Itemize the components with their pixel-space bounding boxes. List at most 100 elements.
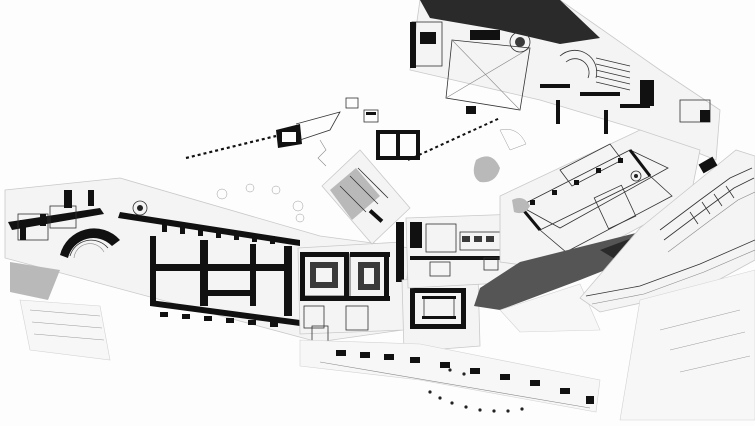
northeast-palace-wing (409, 0, 721, 161)
central-east-wall (396, 222, 404, 282)
service-room-grid (462, 236, 494, 242)
central-wall-n1 (300, 252, 348, 257)
south-strip-sheet (299, 339, 601, 413)
ne-east-pier (640, 80, 654, 106)
east-square-hall (593, 184, 637, 230)
ne-hall-diagonal-1 (451, 39, 521, 111)
east-colonnade-pavilion (466, 106, 476, 114)
ne-curved-stair-inner (565, 58, 590, 79)
small-pavilion-2 (363, 109, 379, 123)
apse-inner-arc (69, 239, 109, 257)
square-court-plan (401, 273, 481, 353)
apse-wall (60, 228, 120, 258)
colonnade-pavilion-void (282, 132, 296, 142)
ruin-walls (339, 167, 389, 213)
square-court-inner-s (422, 316, 456, 319)
north-facade-bays (162, 224, 275, 244)
north-rooms-wall-e (416, 130, 420, 160)
colonnade-dashes (185, 134, 277, 160)
central-wall-n2 (350, 252, 390, 257)
central-core-void-2 (364, 268, 374, 284)
central-wall-e2 (384, 252, 389, 300)
east-terrace-sheet (579, 149, 755, 313)
south-diagonal-strip (299, 339, 601, 413)
north-rooms-wall-w (376, 130, 380, 160)
north-rooms-block (376, 130, 420, 160)
service-room-4 (483, 257, 499, 271)
ne-rotunda (509, 31, 531, 53)
east-terrace (579, 149, 755, 313)
east-roundel-core (634, 174, 638, 178)
hall-cross-wall-2 (200, 240, 208, 306)
hall-cross-wall-3 (250, 244, 256, 306)
square-court-wall-w (410, 288, 415, 329)
hall-spine-wall (156, 264, 286, 271)
square-court-wall-e (461, 288, 466, 329)
ne-stair-treads (595, 57, 631, 91)
river-bank-2 (591, 249, 755, 305)
ruin-wall-piece (368, 209, 384, 223)
service-room-1 (425, 223, 457, 253)
court-garden-1 (473, 156, 500, 183)
court-garden-3 (499, 129, 527, 151)
hall-cross-wall-1 (150, 236, 156, 304)
west-faint-lines (29, 309, 105, 341)
west-room-1 (17, 213, 49, 241)
south-colonnade-dots (428, 368, 524, 413)
south-strip-bays (336, 350, 594, 404)
service-area (405, 213, 523, 289)
colonnade-wing (295, 111, 341, 141)
service-room-3 (429, 261, 451, 277)
terrace-edge-3 (667, 191, 755, 253)
east-gallery-lower (539, 175, 673, 253)
west-pier-3 (64, 190, 72, 208)
west-faint-area (19, 299, 111, 361)
central-wall-e1 (344, 252, 349, 300)
northwest-colonnade (185, 97, 501, 161)
far-right-faint-texture (619, 269, 755, 421)
service-wall-long (410, 256, 500, 260)
shadow-below-sheet (499, 283, 601, 333)
ruin-hatched-ground (330, 168, 380, 220)
central-lower-room-2 (345, 305, 369, 331)
ne-wing-roof-shadow (420, 0, 600, 44)
ne-west-core (420, 32, 436, 44)
west-pier-1 (20, 220, 26, 240)
central-wall-s (300, 296, 390, 301)
square-court-wall-s (410, 324, 466, 329)
east-gallery-upper (519, 149, 669, 229)
west-wing-south-wall (150, 300, 300, 326)
west-pier-4 (88, 190, 94, 206)
west-pier-2 (40, 214, 46, 226)
south-strip-line (319, 361, 591, 409)
small-pavilion-1 (345, 97, 359, 109)
central-core-void-1 (316, 268, 332, 282)
ne-hall-diagonal-2 (445, 47, 531, 99)
hall-cross-wall-4 (284, 246, 292, 316)
south-facade-bays (160, 312, 278, 327)
north-rooms-wall-mid (396, 130, 400, 160)
court-garden-2 (512, 198, 530, 214)
stair-circle (132, 200, 148, 216)
service-wall-1 (410, 222, 422, 248)
central-lower-room (303, 305, 325, 329)
ne-rotunda-core (515, 37, 525, 47)
ruin-fragment (321, 149, 411, 245)
stair-newel (137, 205, 143, 211)
ne-curved-stair (559, 49, 598, 79)
ne-west-wall (410, 22, 416, 68)
east-roundel (630, 170, 642, 182)
west-hatch-area (10, 262, 60, 300)
west-room-2 (49, 205, 77, 229)
terrace-edge-2 (663, 177, 755, 241)
square-court-wall-n (410, 288, 466, 293)
tree-sketches (216, 139, 327, 223)
river-bank-1 (585, 239, 755, 297)
terrace-pavilion (698, 156, 718, 174)
apse-inner-arc-2 (73, 243, 105, 259)
central-wall-w1 (300, 252, 305, 300)
ne-entry-block (470, 30, 500, 40)
east-gallery-piers (530, 158, 623, 205)
